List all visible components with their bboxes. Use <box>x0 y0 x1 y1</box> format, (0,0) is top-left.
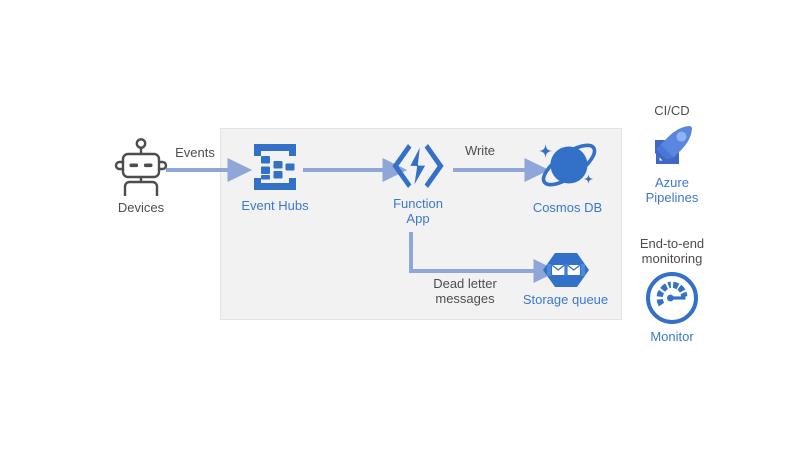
edge-label-write: Write <box>464 143 496 158</box>
robot-icon <box>111 138 171 198</box>
cosmos-db-icon <box>533 134 603 196</box>
function-app-icon <box>390 140 446 192</box>
node-label-event-hubs: Event Hubs <box>241 198 309 213</box>
node-label-monitor: Monitor <box>650 329 694 344</box>
node-label-cosmos-db: Cosmos DB <box>532 200 603 215</box>
node-storage-queue[interactable]: Storage queue <box>508 252 623 307</box>
node-label-function-app: Function App <box>393 196 443 226</box>
node-azure-pipelines[interactable]: CI/CD Azure Pipelines <box>622 103 722 205</box>
node-label-azure-pipelines: Azure Pipelines <box>645 175 699 205</box>
node-monitor[interactable]: End-to-end monitoring <box>618 236 726 344</box>
event-hubs-icon <box>248 140 302 194</box>
node-label-devices: Devices <box>117 200 165 215</box>
node-caption-cicd: CI/CD <box>654 103 690 118</box>
rocket-icon <box>648 123 696 171</box>
node-event-hubs[interactable]: Event Hubs <box>225 140 325 213</box>
node-label-storage-queue: Storage queue <box>522 292 609 307</box>
edge-function-app-to-storage-queue <box>409 232 559 283</box>
node-cosmos-db[interactable]: Cosmos DB <box>515 134 620 215</box>
edge-label-events: Events <box>175 145 215 160</box>
edge-label-dead-letter: Dead letter messages <box>433 276 497 306</box>
node-function-app[interactable]: Function App <box>373 140 463 226</box>
node-devices[interactable]: Devices <box>96 138 186 215</box>
node-caption-monitoring: End-to-end monitoring <box>639 236 705 266</box>
storage-queue-icon <box>542 252 590 288</box>
gauge-icon <box>645 271 699 325</box>
